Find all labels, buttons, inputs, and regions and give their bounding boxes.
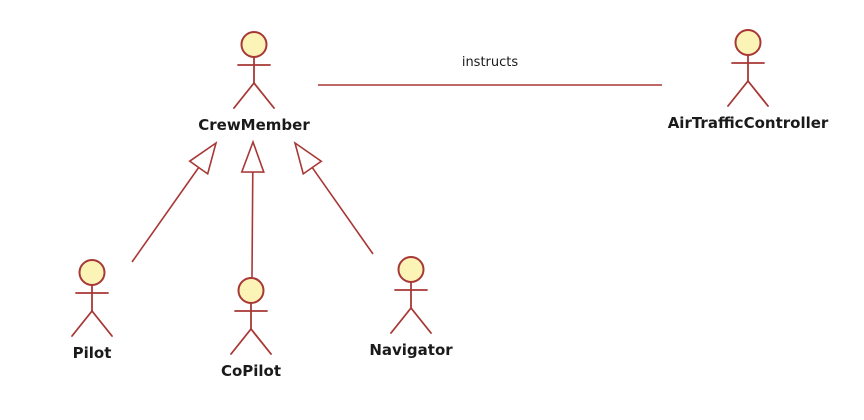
generalization-line <box>251 171 254 278</box>
association-instructs[interactable]: instructs <box>318 55 662 86</box>
actor-leg-left <box>727 80 749 107</box>
generalization-line <box>131 167 200 263</box>
actor-label: CrewMember <box>198 116 310 134</box>
actor-copilot[interactable]: CoPilot <box>221 277 281 380</box>
actor-leg-left <box>390 307 412 334</box>
actor-head-icon <box>78 259 106 286</box>
generalization-arrowhead-icon <box>293 141 323 176</box>
generalization-copilot-to-crewmember[interactable] <box>240 139 265 278</box>
actor-label: Pilot <box>73 344 112 362</box>
actor-label: Navigator <box>369 341 453 359</box>
actor-pilot[interactable]: Pilot <box>71 259 113 362</box>
actor-label: CoPilot <box>221 362 281 380</box>
generalization-arrowhead-icon <box>188 141 218 176</box>
actor-airtrafficcontroller[interactable]: AirTrafficController <box>668 29 829 132</box>
actor-leg-right <box>250 328 272 355</box>
actor-head-icon <box>240 31 268 58</box>
actor-navigator[interactable]: Navigator <box>369 256 453 359</box>
association-label: instructs <box>462 55 519 70</box>
generalization-navigator-to-crewmember[interactable] <box>293 141 374 255</box>
actor-leg-right <box>747 80 769 107</box>
generalization-pilot-to-crewmember[interactable] <box>131 141 218 263</box>
actor-leg-right <box>253 82 275 109</box>
actor-leg-left <box>230 328 252 355</box>
actor-leg-right <box>410 307 432 334</box>
generalization-arrowhead-icon <box>240 139 265 173</box>
actor-leg-left <box>233 82 255 109</box>
actor-leg-right <box>91 310 113 337</box>
actor-head-icon <box>397 256 425 283</box>
generalization-line <box>311 167 374 255</box>
actor-leg-left <box>71 310 93 337</box>
actor-label: AirTrafficController <box>668 114 829 132</box>
actor-head-icon <box>734 29 762 56</box>
actor-crewmember[interactable]: CrewMember <box>198 31 310 134</box>
actor-head-icon <box>237 277 265 304</box>
